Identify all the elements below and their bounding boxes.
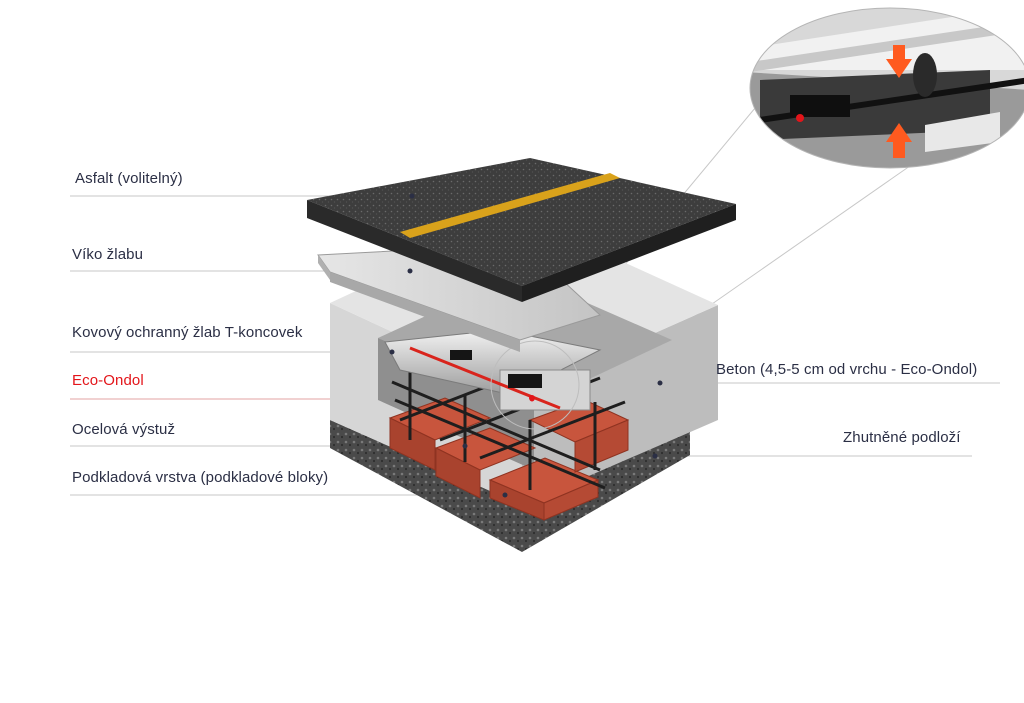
arrow-up-icon — [886, 123, 912, 158]
magnified-inset — [749, 7, 1024, 169]
label-subgrade: Zhutněné podloží — [843, 429, 961, 446]
gravel-base — [330, 420, 690, 552]
label-metal-channel: Kovový ochranný žlab T-koncovek — [72, 324, 303, 341]
label-base-layer: Podkladová vrstva (podkladové bloky) — [72, 469, 329, 486]
arrow-down-icon — [886, 45, 912, 78]
metal-channel — [384, 329, 602, 430]
label-eco-ondol: Eco-Ondol — [72, 372, 144, 389]
asphalt-slab — [307, 158, 736, 302]
label-channel-lid: Víko žlabu — [72, 246, 144, 263]
label-asphalt: Asfalt (volitelný) — [75, 170, 183, 187]
marker-dots — [389, 193, 663, 498]
label-concrete: Beton (4,5-5 cm od vrchu - Eco-Ondol) — [716, 361, 978, 378]
label-steel-rebar: Ocelová výstuž — [72, 421, 176, 438]
